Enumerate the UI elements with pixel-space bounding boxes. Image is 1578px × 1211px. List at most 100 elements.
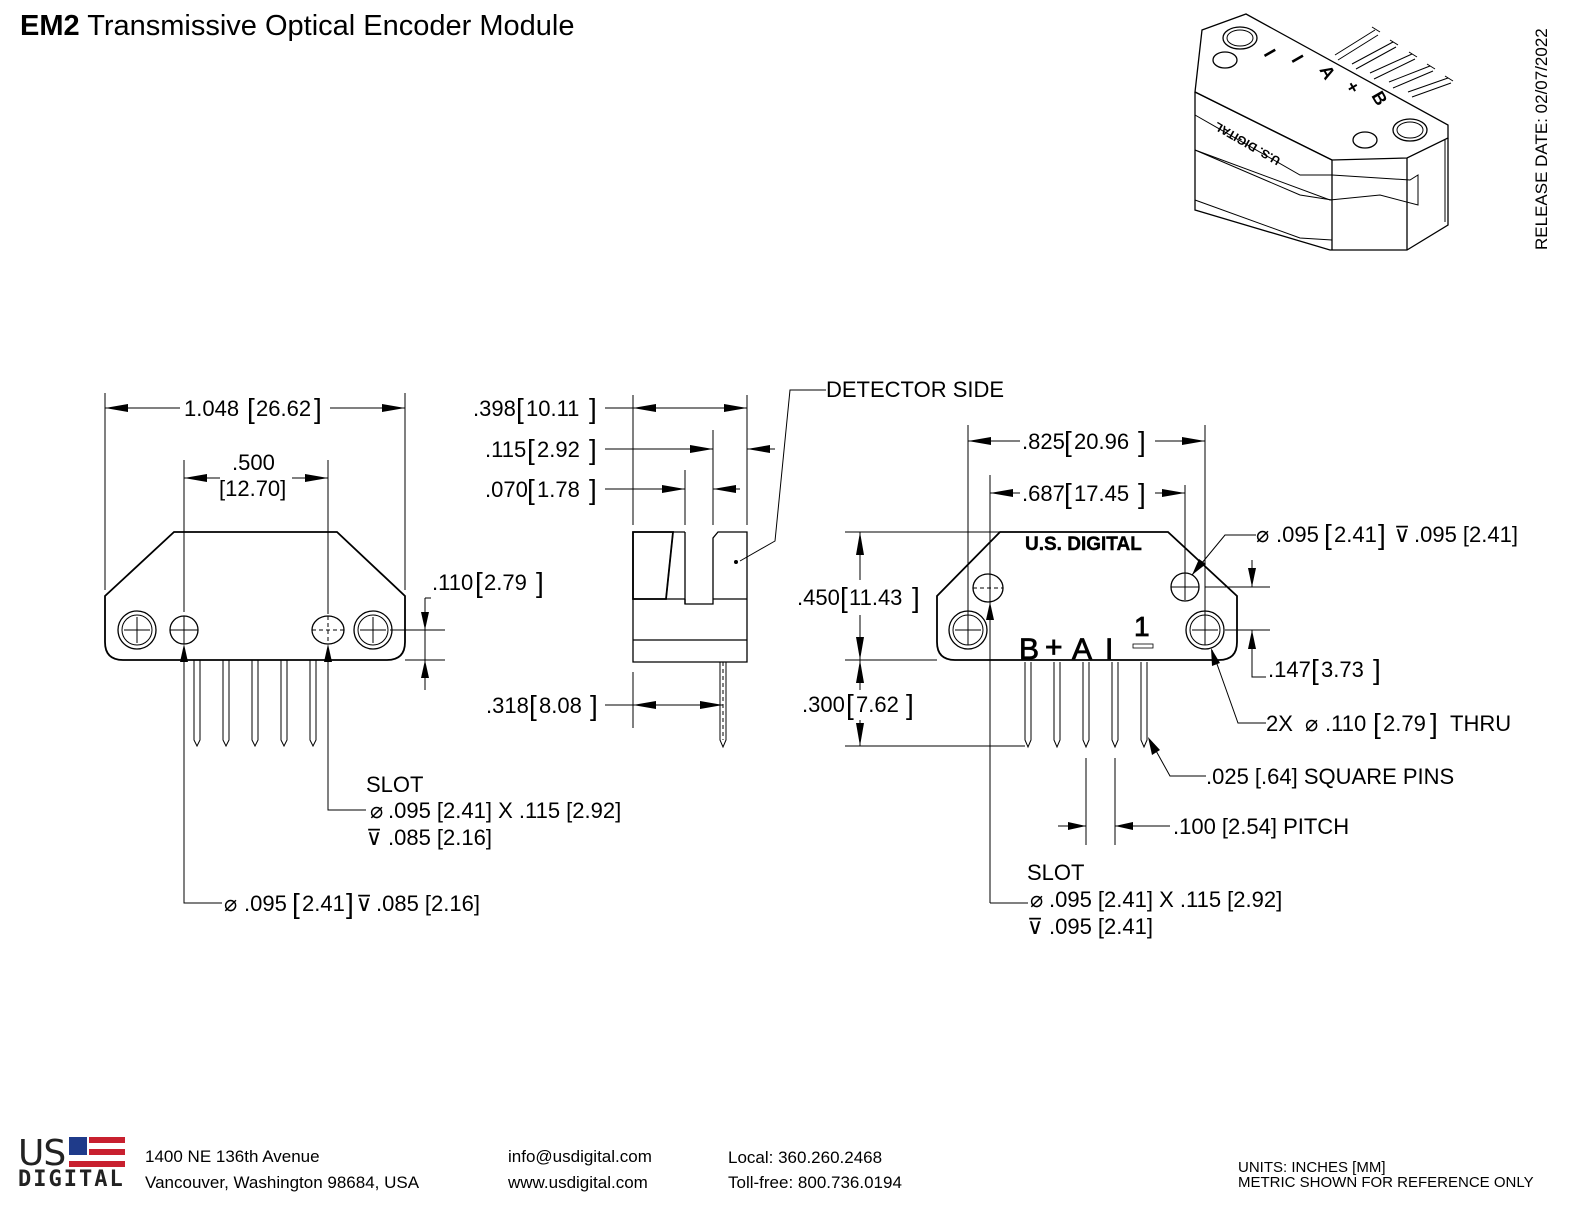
iso-pin-label: I	[1288, 52, 1308, 66]
dim-slot-width-mm: 1.78	[537, 477, 580, 502]
units-line-1: UNITS: INCHES [MM]	[1238, 1159, 1386, 1176]
flag-icon	[69, 1137, 125, 1167]
dim-pin-length-mm: 7.62	[856, 692, 899, 717]
rear-pins	[1024, 662, 1148, 749]
dim-slot-spacing-mm: [12.70]	[219, 476, 286, 501]
dim-overall-width: 1.048	[184, 396, 239, 421]
bracket-open: [	[292, 888, 300, 919]
website-link[interactable]: www.usdigital.com	[508, 1173, 648, 1192]
depth-symbol: ⊽	[1027, 914, 1043, 939]
dim-slot-offset-mm: 2.92	[537, 437, 580, 462]
model-number: EM2	[20, 10, 80, 42]
hole-depth: .085 [2.16]	[376, 891, 480, 916]
pin-label-minus	[1132, 643, 1154, 649]
iso-pin-label: B	[1368, 88, 1392, 109]
dim-hole-offset: .147	[1268, 657, 1311, 682]
tollfree-phone: Toll-free: 800.736.0194	[728, 1173, 902, 1192]
isometric-view: I I A + B U.S. DIGITAL	[1194, 13, 1454, 251]
iso-pin-label: A	[1316, 62, 1340, 83]
dim-pin-length: .300	[802, 692, 845, 717]
bracket-close: ]	[589, 393, 597, 424]
dim-mount-spacing-mm: 20.96	[1074, 429, 1129, 454]
bracket-close: ]	[589, 434, 597, 465]
units-line-2: METRIC SHOWN FOR REFERENCE ONLY	[1238, 1174, 1534, 1191]
email-link[interactable]: info@usdigital.com	[508, 1147, 652, 1166]
bracket-close: ]	[589, 474, 597, 505]
rear-slot-label: SLOT	[1027, 860, 1084, 885]
rear-brand: U.S. DIGITAL	[1025, 534, 1142, 555]
bracket-close: ]	[906, 689, 914, 720]
thru-suffix: THRU	[1450, 711, 1511, 736]
bracket-open: [	[1373, 708, 1381, 739]
local-phone: Local: 360.260.2468	[728, 1148, 883, 1167]
bracket-close: ]	[536, 567, 544, 598]
iso-pins	[1334, 26, 1454, 98]
bracket-close: ]	[912, 582, 920, 613]
diameter-symbol: ⌀	[224, 891, 237, 916]
bracket-close: ]	[314, 393, 322, 424]
rear-hole-diameter: .095	[1276, 522, 1319, 547]
bracket-close: ]	[346, 888, 354, 919]
iso-pin-label: I	[1260, 46, 1280, 60]
dim-slot-spacing: .500	[232, 450, 275, 475]
bracket-close: ]	[590, 690, 598, 721]
product-name: Transmissive Optical Encoder Module	[87, 10, 575, 42]
logo-us: US	[18, 1133, 66, 1174]
bracket-open: [	[527, 474, 535, 505]
dim-side-width-mm: 10.11	[526, 396, 579, 421]
iso-pin-label: +	[1342, 78, 1365, 97]
dim-height: .450	[797, 585, 840, 610]
slot-depth: .085 [2.16]	[388, 825, 492, 850]
front-pins	[193, 660, 317, 748]
us-digital-logo: US DIGITAL	[18, 1133, 128, 1195]
bracket-close: ]	[1138, 478, 1146, 509]
bracket-close: ]	[1138, 426, 1146, 457]
bracket-open: [	[1064, 426, 1072, 457]
depth-symbol: ⊽	[366, 825, 382, 850]
rear-view: U.S. DIGITAL B + A I 1	[797, 425, 1518, 939]
dim-pin-offset-mm: 8.08	[539, 693, 582, 718]
dim-mount-spacing: .825	[1022, 429, 1065, 454]
bracket-open: [	[529, 690, 537, 721]
rear-pin-labels: B + A I 1	[1019, 611, 1154, 666]
diameter-symbol: ⌀	[1030, 887, 1043, 912]
pin-label-plus: +	[1045, 631, 1063, 664]
bracket-open: [	[1311, 654, 1319, 685]
bracket-open: [	[1064, 478, 1072, 509]
rear-hole-depth: .095 [2.41]	[1414, 522, 1518, 547]
bracket-open: [	[840, 582, 848, 613]
dim-slot-width: .070	[485, 477, 528, 502]
logo-digital: DIGITAL	[18, 1167, 125, 1192]
rear-slot-depth: .095 [2.41]	[1049, 914, 1153, 939]
thru-diameter-mm: 2.79	[1383, 711, 1426, 736]
bracket-close: ]	[1378, 519, 1386, 550]
depth-symbol: ⊽	[1394, 522, 1410, 547]
thru-diameter: .110	[1325, 711, 1366, 736]
hole-diameter-mm: 2.41	[302, 891, 345, 916]
bracket-open: [	[516, 393, 524, 424]
depth-symbol: ⊽	[356, 891, 372, 916]
dim-side-width: .398	[473, 396, 516, 421]
dim-hole-offset-mm: 2.79	[484, 570, 527, 595]
square-pins-note: .025 [.64] SQUARE PINS	[1206, 764, 1454, 789]
slot-size: .095 [2.41] X .115 [2.92]	[388, 798, 621, 823]
bracket-close: ]	[1430, 708, 1438, 739]
dim-hole-spacing-mm: 17.45	[1074, 481, 1129, 506]
address-line-1: 1400 NE 136th Avenue	[145, 1147, 320, 1166]
front-view: 1.048 [ 26.62 ] .500 [12.70] .110 [ 2.79…	[104, 393, 621, 919]
dim-slot-offset: .115	[485, 437, 526, 462]
rear-hole-diameter-mm: 2.41	[1334, 522, 1377, 547]
dim-height-mm: 11.43	[849, 585, 902, 610]
hole-diameter: .095	[244, 891, 287, 916]
thru-qty: 2X	[1266, 711, 1293, 736]
diameter-symbol: ⌀	[1256, 522, 1269, 547]
bracket-open: [	[1324, 519, 1332, 550]
dim-hole-offset: .110	[432, 570, 473, 595]
bracket-open: [	[475, 567, 483, 598]
drawing-title: EM2 Transmissive Optical Encoder Module	[20, 10, 574, 43]
bracket-open: [	[247, 393, 255, 424]
bracket-open: [	[527, 434, 535, 465]
detector-side-label: DETECTOR SIDE	[826, 377, 1004, 402]
rear-slot-size: .095 [2.41] X .115 [2.92]	[1049, 887, 1282, 912]
